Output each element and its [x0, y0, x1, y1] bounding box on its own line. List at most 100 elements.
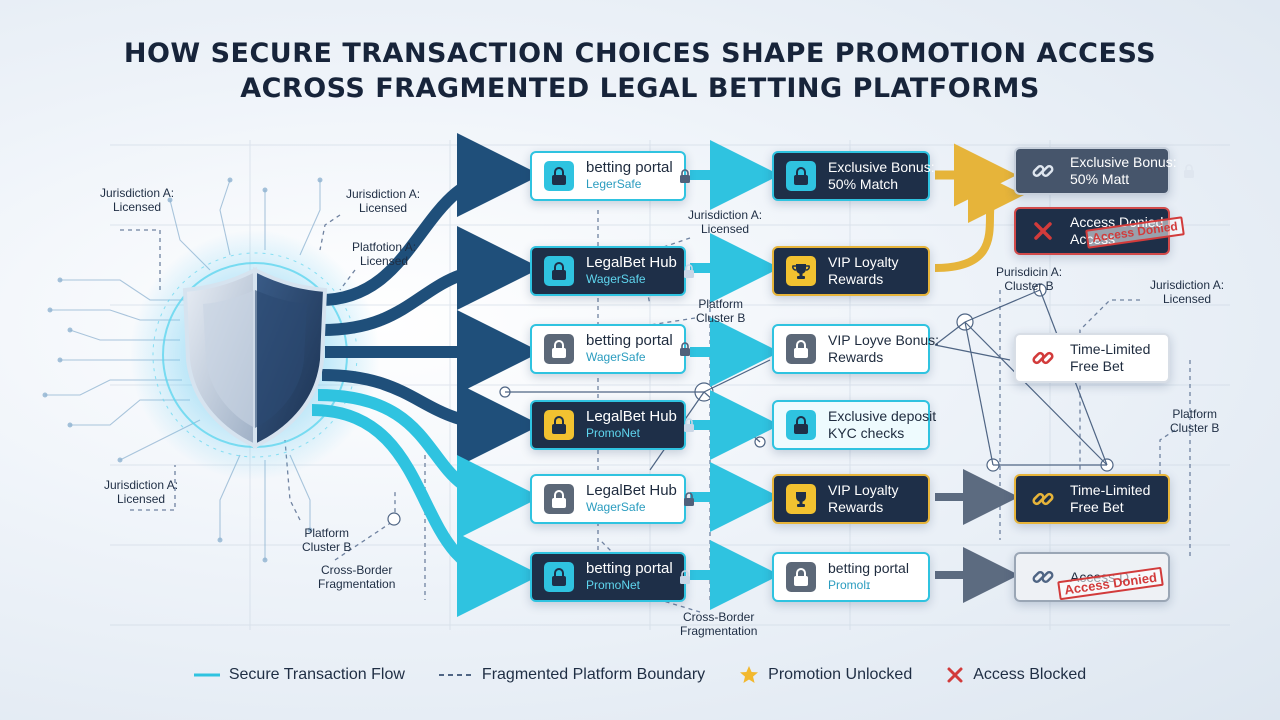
lock-icon [544, 256, 574, 286]
label-platform-left-bottom: Platform Cluster B [302, 526, 352, 554]
title-line-2: Across Fragmented Legal Betting Platform… [240, 73, 1040, 104]
outcome-line-1: Time-Limited [1070, 341, 1151, 357]
lock-icon [786, 161, 816, 191]
legend: Secure Transaction Flow Fragmented Platf… [0, 662, 1280, 688]
promotion-line-2: 50% Match [828, 176, 899, 192]
promotion-line-1: VIP Loyve Bonus: [828, 332, 940, 348]
legend-item-unlocked: Promotion Unlocked [739, 665, 912, 685]
label-jurisdiction-left-top2: Jurisdiction A: Licensed [346, 187, 421, 215]
label-crossborder-left: Cross-Border Fragmentation [318, 563, 396, 591]
lock-icon [544, 334, 574, 364]
outcome-line-2: Free Bet [1070, 358, 1124, 374]
label-jurisdiction-left-top: Jurisdiction A: Licensed [100, 186, 175, 214]
padlock-mini-icon [683, 492, 694, 506]
promotion-line-1: VIP Loyalty [828, 254, 899, 270]
title-line-1: How Secure Transaction Choices Shape Pro… [123, 38, 1157, 69]
platform-sub: WagerSafe [586, 272, 646, 286]
padlock-mini-icon [679, 570, 690, 584]
x-icon [947, 667, 963, 683]
promotion-line-2: Rewards [828, 271, 884, 287]
platform-sub: PromoNet [586, 426, 641, 440]
legend-label: Fragmented Platform Boundary [481, 666, 706, 683]
trophy-icon [786, 256, 816, 286]
link-icon [1028, 343, 1058, 373]
outcome-line-1: Time-Limited [1070, 482, 1151, 498]
padlock-mini-icon [683, 418, 694, 432]
lock-icon [786, 410, 816, 440]
legend-label: Secure Transaction Flow [228, 666, 405, 683]
dashed-line-icon [438, 674, 473, 676]
outcome-card-1[interactable]: Exclusive Bonus:50% Matt [1014, 147, 1194, 195]
platform-name: LegalBet Hub [586, 482, 677, 499]
promotion-line-1: Exclusive Bonus: [828, 159, 935, 175]
promotion-line-2: Promolɪ [828, 578, 871, 592]
lock-icon [544, 161, 574, 191]
trophy-icon [786, 484, 816, 514]
promotion-line-2: Rewards [828, 499, 884, 515]
promotion-line-2: Rewards [828, 349, 884, 365]
label-platform-mid: Platform Cluster B [696, 297, 746, 325]
promotion-card-3[interactable]: VIP Loyve Bonus:Rewards [772, 324, 939, 374]
padlock-mini-icon [1183, 164, 1194, 178]
legend-label: Promotion Unlocked [768, 666, 913, 683]
solid-line-icon [193, 673, 220, 677]
lock-icon [786, 334, 816, 364]
legend-item-blocked: Access Blocked [946, 666, 1086, 684]
platform-name: LegalBet Hub [586, 408, 677, 425]
link-icon [1028, 156, 1058, 186]
outcome-card-5[interactable]: Access D Access Donied [1014, 552, 1170, 602]
link-icon [1028, 562, 1058, 592]
legend-label: Access Blocked [973, 666, 1087, 683]
outcome-line-2: 50% Matt [1070, 171, 1130, 187]
label-jurisdiction-right-mid: Purisdicin A: Cluster B [996, 265, 1063, 293]
platform-name: LegalBet Hub [586, 254, 677, 271]
lock-icon [786, 562, 816, 592]
promotion-line-2: KYC checks [828, 425, 905, 441]
promotion-line-1: Exclusive deposit [828, 408, 937, 424]
padlock-mini-icon [679, 342, 690, 356]
promotion-card-1[interactable]: Exclusive Bonus:50% Match [772, 151, 935, 201]
platform-name: betting portal [586, 332, 673, 349]
padlock-mini-icon [679, 169, 690, 183]
outcome-line-2: Free Bet [1070, 499, 1124, 515]
legend-item-secure-flow: Secure Transaction Flow [193, 666, 405, 684]
outcome-line-1: Exclusive Bonus: [1070, 154, 1177, 170]
label-platform-right: Platform Cluster B [1170, 407, 1220, 435]
platform-sub: WagerSafe [586, 350, 646, 364]
platform-sub: LegerSafe [586, 177, 642, 191]
label-jurisdiction-left-mid: Jurisdiction A: Licensed [104, 478, 179, 506]
shield-icon [182, 266, 328, 450]
x-icon [1028, 216, 1058, 246]
link-icon [1028, 484, 1058, 514]
legend-item-boundary: Fragmented Platform Boundary [438, 666, 706, 684]
label-jurisdiction-mid: Jurisdiction A: Licensed [688, 208, 763, 236]
label-jurisdiction-right: Jurisdiction A: Licensed [1150, 278, 1225, 306]
padlock-mini-icon [683, 264, 694, 278]
label-crossborder-mid: Cross-Border Fragmentation [680, 610, 758, 638]
label-platform-left-top: Platfotion A: Licensed [352, 240, 417, 268]
promotion-line-1: betting portal [828, 560, 909, 576]
platform-name: betting portal [586, 560, 673, 577]
platform-sub: WagerSafe [586, 500, 646, 514]
platform-sub: PromoNet [586, 578, 641, 592]
lock-icon [544, 562, 574, 592]
platform-name: betting portal [586, 159, 673, 176]
lock-icon [544, 410, 574, 440]
page-title: How Secure Transaction Choices Shape Pro… [0, 36, 1280, 106]
lock-icon [544, 484, 574, 514]
star-icon [740, 666, 759, 683]
promotion-line-1: VIP Loyalty [828, 482, 899, 498]
